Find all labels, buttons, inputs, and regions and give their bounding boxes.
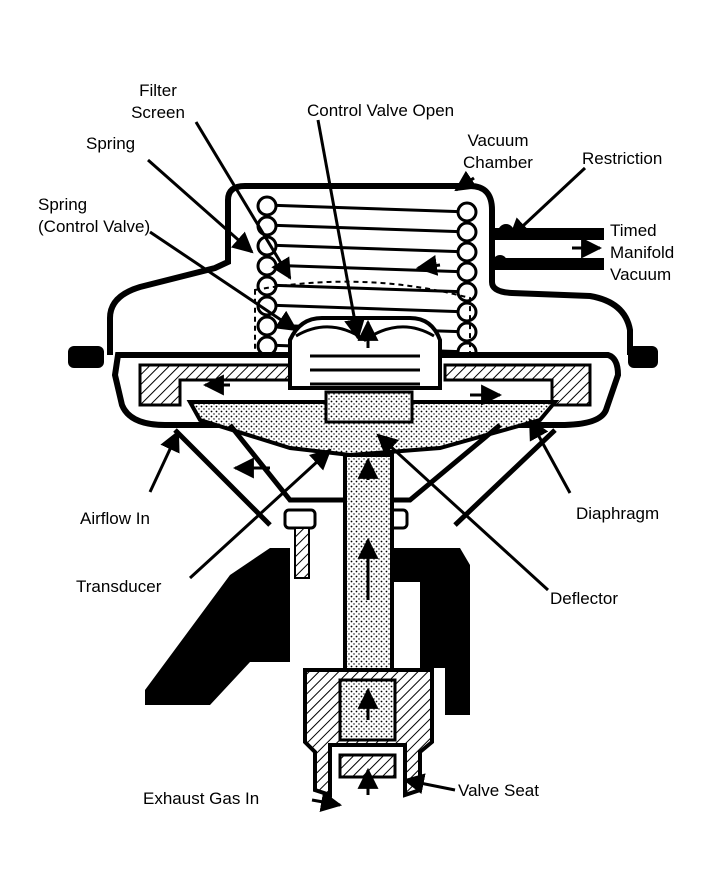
base-housing [145, 548, 470, 715]
timed-manifold-vacuum-label-line1: Timed [610, 221, 657, 240]
restriction-label: Restriction [582, 149, 663, 168]
airflow-in-label: Airflow In [80, 509, 150, 528]
transducer-label: Transducer [76, 577, 162, 596]
filter-screen-label-line1: Filter [139, 81, 177, 100]
timed-manifold-vacuum-label-line2: Manifold [610, 243, 675, 262]
spring-label: Spring [86, 134, 136, 153]
vacuum-chamber-cover [107, 183, 633, 355]
deflector-label: Deflector [550, 589, 619, 608]
vacuum-chamber-label-line2: Chamber [463, 153, 533, 172]
control-valve [288, 316, 442, 424]
vacuum-chamber-label-line1: Vacuum [467, 131, 529, 150]
leader-lines [147, 119, 603, 813]
diaphragm-label: Diaphragm [576, 504, 660, 523]
flow-arrows [202, 255, 503, 795]
valve-seat-label: Valve Seat [458, 781, 539, 800]
timed-manifold-vacuum-label-line3: Vacuum [610, 265, 672, 284]
spring-control-valve-label-line2: (Control Valve) [38, 217, 151, 236]
control-valve-open-label: Control Valve Open [307, 101, 455, 120]
filter-screen-label-line2: Screen [131, 103, 185, 122]
exhaust-gas-in-label: Exhaust Gas In [143, 789, 260, 808]
spring-control-valve-label-line1: Spring [38, 195, 88, 214]
